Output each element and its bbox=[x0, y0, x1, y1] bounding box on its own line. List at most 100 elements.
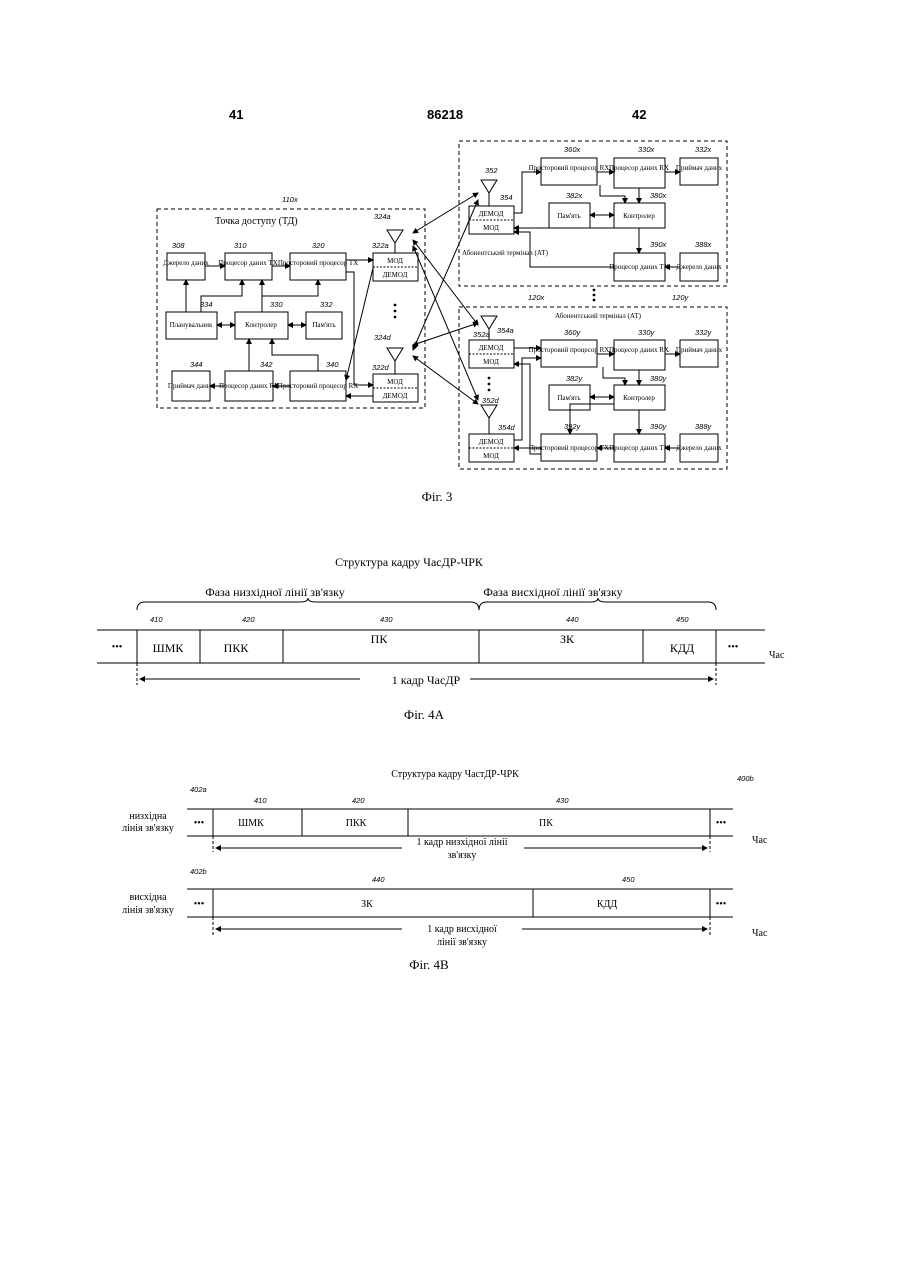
uty-sp-rx-ref: 360y bbox=[564, 328, 582, 337]
access-point-frame bbox=[157, 209, 425, 408]
ap-source-ref: 308 bbox=[172, 241, 185, 250]
fig4b-dl-ellipsis-left: ••• bbox=[194, 818, 205, 829]
fig4b-ref-402b: 402b bbox=[190, 867, 207, 876]
ap-sp-rx-ref: 340 bbox=[326, 360, 339, 369]
ap-tx-proc-label: Процесор даних TX bbox=[218, 259, 278, 267]
uty-controller-label: Контролер bbox=[623, 394, 655, 402]
fig4a-segment-zk: ЗК bbox=[560, 632, 575, 646]
fig4a-span-label: 1 кадр ЧасДР bbox=[392, 673, 461, 687]
uty-source-label: Джерело даних bbox=[676, 444, 722, 452]
ap-sink-label: Приймач даних bbox=[168, 382, 215, 390]
uty-memory-ref: 382y bbox=[566, 374, 584, 383]
fig4a-ellipsis-right: ••• bbox=[728, 642, 739, 653]
uty-tx-proc-label: Процесор даних TX bbox=[609, 444, 669, 452]
fig4a-time-label: Час bbox=[769, 650, 785, 661]
fig4b-ref-400b: 400b bbox=[737, 774, 754, 783]
utx-memory-label: Пам'ять bbox=[557, 212, 580, 220]
fig4b-dl-ellipsis-right: ••• bbox=[716, 818, 727, 829]
fig4b-dl-seg-pkk: ПКК bbox=[346, 818, 367, 829]
uty-ref: 120y bbox=[672, 293, 690, 302]
uty-sink-ref: 332y bbox=[695, 328, 713, 337]
fig4b: Структура кадру ЧастДР-ЧРК 400b 402a низ… bbox=[122, 769, 768, 972]
fig3-diagram bbox=[157, 141, 727, 469]
fig4b-dl-seg-shmk: ШМК bbox=[238, 818, 264, 829]
ap-rx-proc-label: Процесор даних RX bbox=[219, 382, 279, 390]
ap-ref: 110x bbox=[282, 195, 298, 204]
fig4a-downlink-phase: Фаза низхідної лінії зв'язку bbox=[205, 585, 345, 599]
fig4a-ref-430: 430 bbox=[380, 615, 393, 624]
ap-sp-rx-label: Просторовий процесор RX bbox=[278, 382, 359, 390]
utx-tx-proc-ref: 390x bbox=[650, 240, 667, 249]
fig4a-downlink-brace bbox=[137, 598, 479, 610]
fig4b-title: Структура кадру ЧастДР-ЧРК bbox=[391, 769, 519, 780]
ap-demod-top: ДЕМОД bbox=[383, 271, 408, 279]
utx-sink-label: Приймач даних bbox=[676, 164, 723, 172]
fig4a-uplink-phase: Фаза висхідної лінії зв'язку bbox=[483, 585, 622, 599]
fig4a-ref-440: 440 bbox=[566, 615, 579, 624]
uty-demod-a: ДЕМОД bbox=[479, 344, 504, 352]
fig4b-caption: Фіг. 4В bbox=[409, 957, 449, 972]
fig4b-dl-span-1: 1 кадр низхідної лінії bbox=[416, 837, 507, 848]
utx-controller-label: Контролер bbox=[623, 212, 655, 220]
ap-mod-top: МОД bbox=[387, 257, 403, 265]
fig4a-segment-kdd: КДД bbox=[670, 641, 694, 655]
uty-ant-d-ref: 352d bbox=[482, 396, 500, 405]
uty-mod-d-ref: 354d bbox=[498, 423, 516, 432]
uty-rx-proc-ref: 330y bbox=[638, 328, 656, 337]
ap-sp-tx-ref: 320 bbox=[312, 241, 325, 250]
fig4b-dl-label-1: низхідна bbox=[129, 811, 167, 822]
uty-rx-proc-label: Процесор даних RX bbox=[609, 346, 669, 354]
fig4b-dl-ref-420: 420 bbox=[352, 796, 365, 805]
utx-mod-ref: 354 bbox=[500, 193, 513, 202]
uty-sp-tx-ref: 392y bbox=[564, 422, 582, 431]
uty-tx-proc-ref: 390y bbox=[650, 422, 668, 431]
fig4b-ul-time: Час bbox=[752, 928, 768, 939]
utx-mod: МОД bbox=[483, 224, 499, 232]
uty-sink-label: Приймач даних bbox=[676, 346, 723, 354]
ap-memory-label: Пам'ять bbox=[312, 321, 335, 329]
utx-controller-ref: 380x bbox=[650, 191, 667, 200]
fig4b-ul-span-2: лінії зв'язку bbox=[437, 937, 487, 948]
ap-mod-d-ref: 322d bbox=[372, 363, 390, 372]
fig4a-ref-420: 420 bbox=[242, 615, 255, 624]
uty-mod-d: МОД bbox=[483, 452, 499, 460]
ap-ant-d-ref: 324d bbox=[374, 333, 392, 342]
fig4a-segment-shmk: ШМК bbox=[153, 641, 185, 655]
fig3-caption: Фіг. 3 bbox=[422, 489, 453, 504]
uty-mod-a-ref: 354a bbox=[497, 326, 514, 335]
uty-mod-a: МОД bbox=[483, 358, 499, 366]
fig4b-ul-span-1: 1 кадр висхідної bbox=[427, 924, 497, 935]
utx-sp-rx-ref: 360x bbox=[564, 145, 581, 154]
utx-tx-proc-label: Процесор даних TX bbox=[609, 263, 669, 271]
ap-title: Точка доступу (ТД) bbox=[215, 216, 298, 227]
fig4a-ref-450: 450 bbox=[676, 615, 689, 624]
uty-sp-tx-label: Просторовий процесор TX bbox=[529, 444, 609, 452]
fig4b-dl-ref-430: 430 bbox=[556, 796, 569, 805]
utx-sp-rx-label: Просторовий процесор RX bbox=[529, 164, 610, 172]
ap-mod-a-ref: 322a bbox=[372, 241, 389, 250]
fig4b-dl-time: Час bbox=[752, 835, 768, 846]
uty-sp-rx-label: Просторовий процесор RX bbox=[529, 346, 610, 354]
utx-source-label: Джерело даних bbox=[676, 263, 722, 271]
utx-source-ref: 388x bbox=[695, 240, 712, 249]
uty-source-ref: 388y bbox=[695, 422, 713, 431]
ap-tx-proc-ref: 310 bbox=[234, 241, 247, 250]
fig4b-ul-ref-450: 450 bbox=[622, 875, 635, 884]
fig4b-ul-ellipsis-right: ••• bbox=[716, 899, 727, 910]
uty-ant-a-ref: 352a bbox=[473, 330, 490, 339]
uty-antenna-d bbox=[481, 405, 497, 434]
fig4a-ref-410: 410 bbox=[150, 615, 163, 624]
fig4b-dl-label-2: лінія зв'язку bbox=[122, 823, 174, 834]
fig4a-segment-pkk: ПКК bbox=[224, 641, 250, 655]
ap-controller-label: Контролер bbox=[245, 321, 277, 329]
ap-ant-a-ref: 324a bbox=[374, 212, 391, 221]
ap-sp-tx-label: Просторовий процесор TX bbox=[278, 259, 358, 267]
ap-mod-bottom: МОД bbox=[387, 378, 403, 386]
ap-antenna-d bbox=[387, 348, 403, 374]
fig4a-ellipsis-left: ••• bbox=[112, 642, 123, 653]
ap-controller-ref: 330 bbox=[270, 300, 283, 309]
uty-controller-ref: 380y bbox=[650, 374, 668, 383]
fig4b-ul-seg-zk: ЗК bbox=[361, 899, 373, 910]
utx-ant-ref: 352 bbox=[485, 166, 498, 175]
utx-rx-proc-ref: 330x bbox=[638, 145, 655, 154]
